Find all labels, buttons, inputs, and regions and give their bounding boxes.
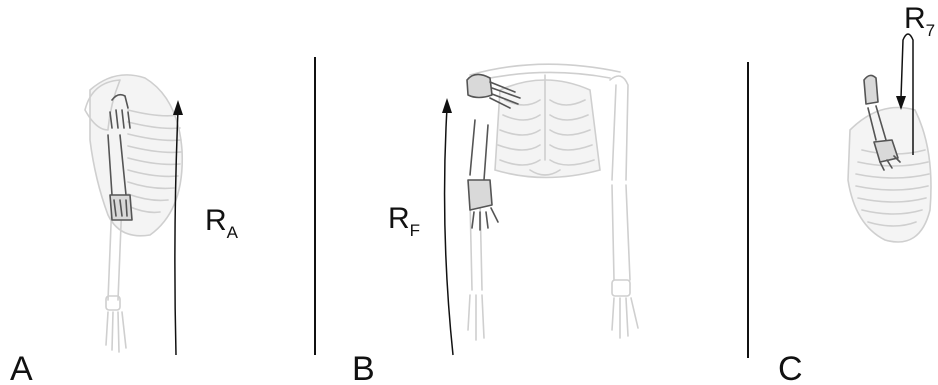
panel-a: RA A	[10, 75, 239, 385]
ribcage-side-view-a	[85, 75, 182, 236]
faded-arm-b	[610, 76, 638, 338]
rotation-label-c: R7	[904, 2, 935, 40]
rotation-label-a: RA	[205, 204, 239, 242]
ribcage-front-view-b	[470, 64, 620, 177]
faded-left-arm-b	[468, 200, 484, 340]
panel-b: RF B	[352, 64, 638, 385]
panel-c: R7 C	[778, 2, 935, 385]
panel-letter-a: A	[10, 350, 33, 385]
panel-letter-c: C	[778, 350, 803, 385]
ribcage-side-view-c	[848, 108, 931, 243]
panel-letter-b: B	[352, 350, 375, 385]
arrowhead-a	[173, 100, 183, 115]
rotation-arrow-b	[445, 108, 453, 355]
highlighted-forearm-b	[468, 120, 498, 230]
rotation-label-b: RF	[388, 202, 420, 240]
arrowhead-b	[442, 98, 452, 113]
